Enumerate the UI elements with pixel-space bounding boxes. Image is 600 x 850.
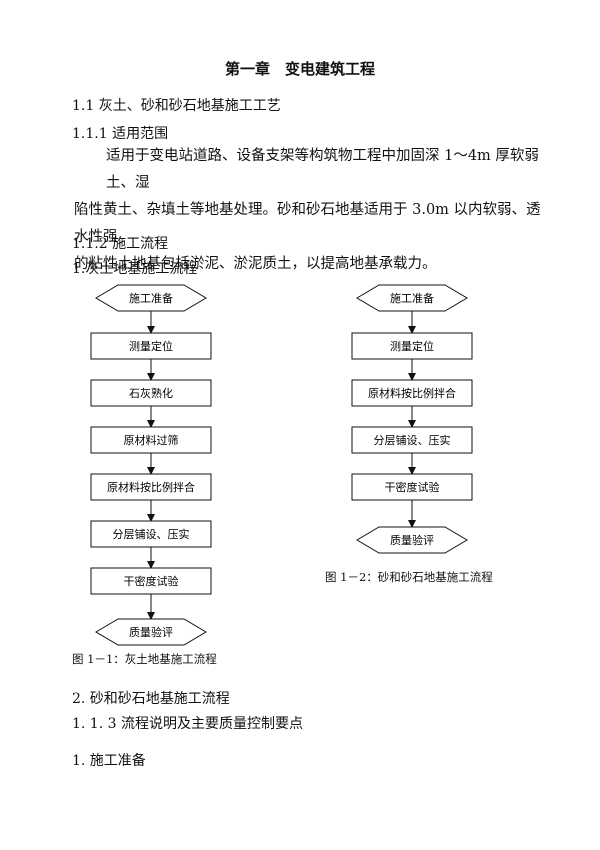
flow-step-label: 质量验评 bbox=[390, 533, 434, 547]
section-1-1-3-heading: 1. 1. 3 流程说明及主要质量控制要点 bbox=[72, 716, 303, 732]
flow-step-label: 干密度试验 bbox=[385, 480, 440, 494]
flow-step-box bbox=[351, 473, 473, 501]
flow-step-box bbox=[90, 426, 212, 454]
lime-soil-flowchart: 施工准备测量定位石灰熟化原材料过筛原材料按比例拌合分层铺设、压实干密度试验质量验… bbox=[90, 284, 212, 646]
subsection-lime-soil-flow: 1.灰土地基施工流程 bbox=[72, 261, 198, 277]
paragraph-line: 陷性黄土、杂填土等地基处理。砂和砂石地基适用于 3.0m 以内软弱、透水性强 bbox=[74, 202, 541, 245]
flow-terminal-shape bbox=[95, 618, 207, 646]
section-1-1-2-heading: 1.1.2 施工流程 bbox=[72, 236, 169, 252]
flow-step-label: 质量验评 bbox=[129, 625, 173, 639]
flow-step-label: 干密度试验 bbox=[124, 574, 179, 588]
paragraph-line: 适用于变电站道路、设备支架等构筑物工程中加固深 1～4m 厚软弱土、湿 bbox=[106, 148, 539, 191]
paragraph-line: 的粘性土地基包括淤泥、淤泥质土，以提高地基承载力。 bbox=[74, 256, 437, 272]
flow-step-label: 测量定位 bbox=[390, 339, 434, 353]
flow-step-box bbox=[351, 379, 473, 407]
subsection-sand-gravel-flow: 2. 砂和砂石地基施工流程 bbox=[72, 691, 230, 707]
flow-terminal-shape bbox=[356, 284, 468, 312]
flow-step-label: 原材料按比例拌合 bbox=[368, 386, 456, 400]
section-1-1-heading: 1.1 灰土、砂和砂石地基施工工艺 bbox=[72, 98, 281, 114]
flow-step-box bbox=[90, 379, 212, 407]
figure-1-1-caption: 图 1－1：灰土地基施工流程 bbox=[72, 652, 217, 666]
flow-step-box bbox=[90, 520, 212, 548]
scope-paragraph: 适用于变电站道路、设备支架等构筑物工程中加固深 1～4m 厚软弱土、湿 陷性黄土… bbox=[74, 143, 544, 278]
flow-step-label: 原材料按比例拌合 bbox=[107, 480, 195, 494]
flow-step-label: 分层铺设、压实 bbox=[374, 433, 451, 447]
subsection-preparation: 1. 施工准备 bbox=[72, 753, 146, 769]
flow-step-label: 分层铺设、压实 bbox=[113, 527, 190, 541]
flow-terminal-shape bbox=[356, 526, 468, 554]
flow-terminal-shape bbox=[95, 284, 207, 312]
figure-1-2-caption: 图 1－2：砂和砂石地基施工流程 bbox=[325, 570, 493, 584]
flow-step-label: 施工准备 bbox=[129, 291, 173, 305]
flow-step-box bbox=[90, 567, 212, 595]
section-1-1-1-heading: 1.1.1 适用范围 bbox=[72, 126, 169, 142]
flow-step-label: 石灰熟化 bbox=[129, 386, 173, 400]
chapter-title: 第一章 变电建筑工程 bbox=[224, 60, 375, 78]
flow-step-label: 施工准备 bbox=[390, 291, 434, 305]
flow-step-box bbox=[351, 332, 473, 360]
flow-step-box bbox=[90, 473, 212, 501]
flow-step-label: 原材料过筛 bbox=[124, 433, 179, 447]
flow-step-label: 测量定位 bbox=[129, 339, 173, 353]
